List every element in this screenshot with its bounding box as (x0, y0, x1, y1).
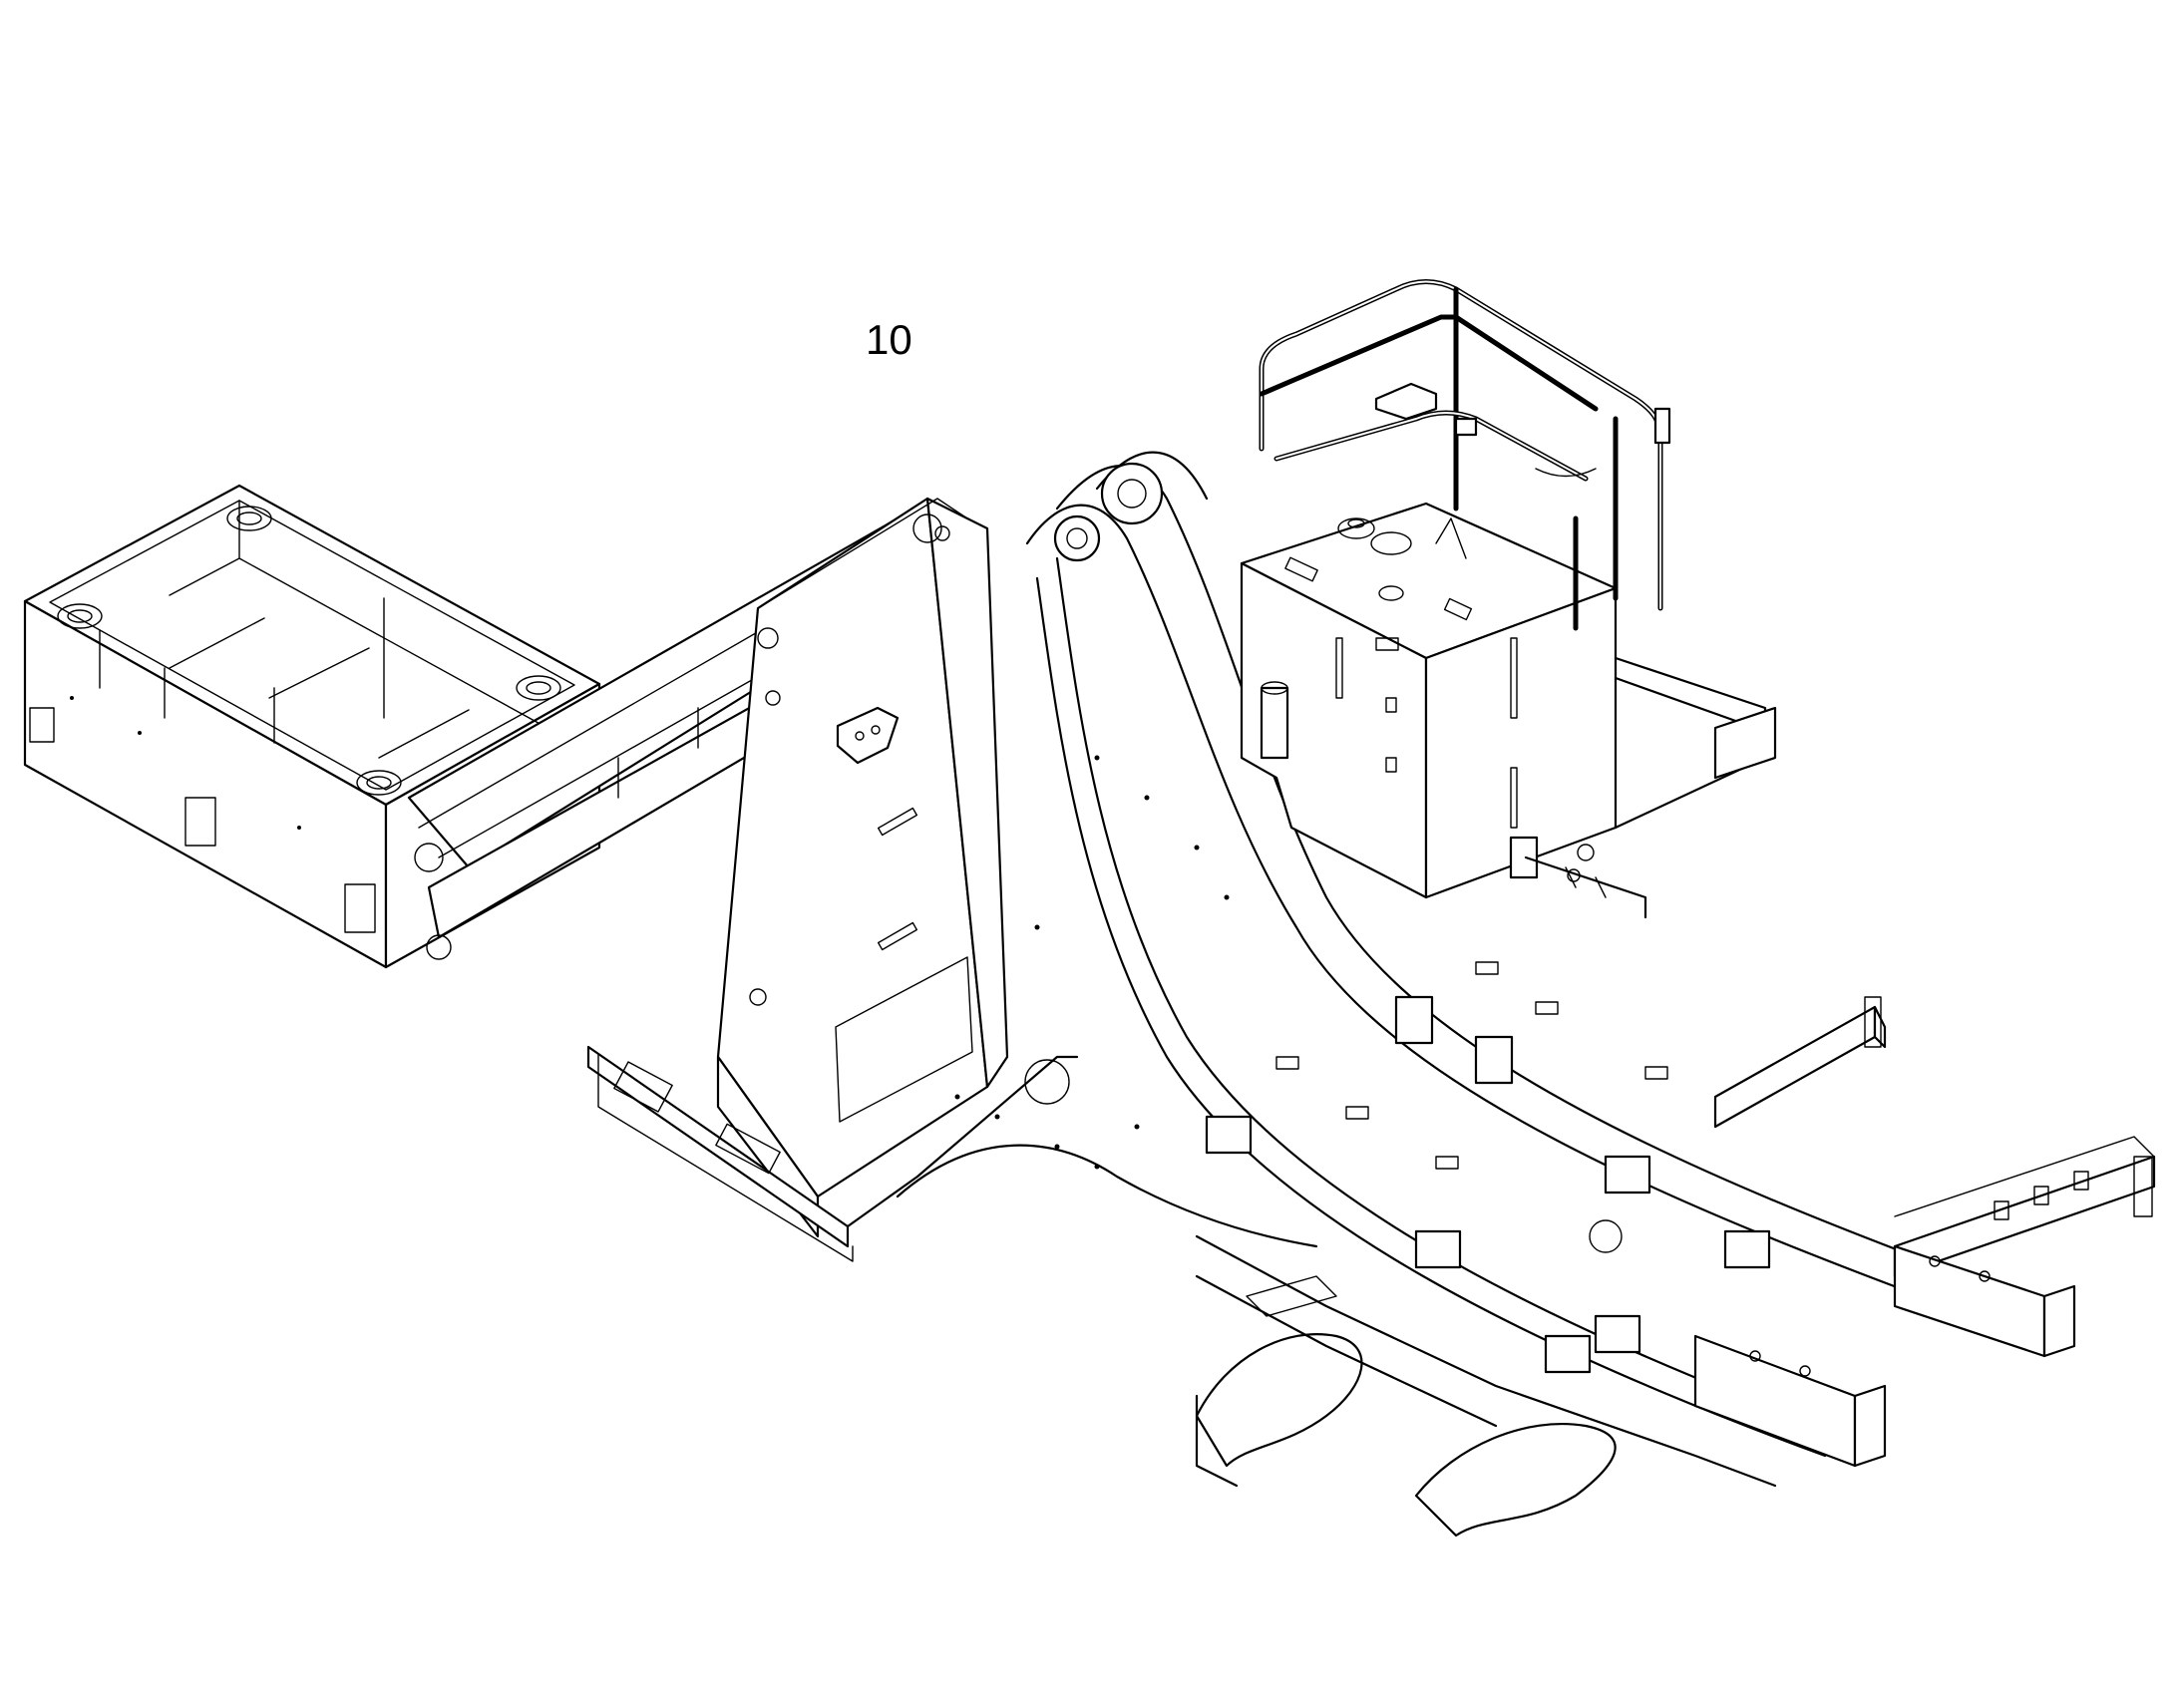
counterweight-frame (23, 484, 601, 969)
platform-guard-rail (1259, 279, 1671, 631)
item-number-label: 10 (866, 316, 912, 363)
fastener-dots (954, 755, 1230, 1170)
tank-module (1240, 502, 1618, 899)
tower-column (716, 497, 1009, 1238)
main-chassis-frame (586, 995, 1777, 1537)
rear-crossmember (1693, 996, 2156, 1468)
curved-side-beams (1025, 451, 1997, 1458)
platform-base (1524, 656, 1777, 919)
